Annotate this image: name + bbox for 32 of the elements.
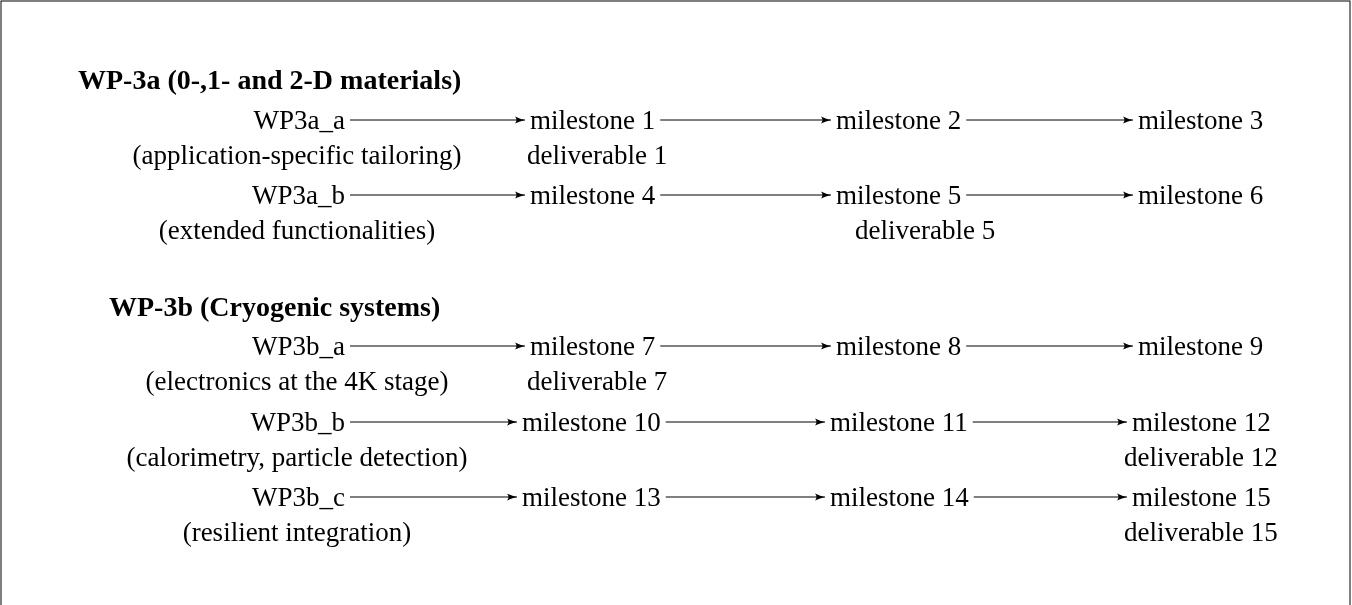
milestone-label: milestone 4 (525, 182, 661, 208)
deliverable-label: deliverable 7 (527, 368, 668, 394)
milestone-label: milestone 7 (525, 333, 661, 359)
work-package-label: WP3b_a (247, 333, 350, 359)
task-description: (resilient integration) (182, 519, 412, 545)
work-package-label: WP3a_a (248, 107, 350, 133)
section-heading: WP-3a (0-,1- and 2-D materials) (78, 67, 462, 93)
milestone-label: milestone 5 (831, 182, 967, 208)
milestone-label: milestone 11 (825, 409, 973, 435)
milestone-label: milestone 9 (1133, 333, 1269, 359)
milestone-label: milestone 13 (517, 484, 666, 510)
deliverable-label: deliverable 1 (527, 142, 668, 168)
deliverable-label: deliverable 15 (1124, 519, 1278, 545)
deliverable-label: deliverable 5 (855, 217, 996, 243)
milestone-label: milestone 15 (1127, 484, 1276, 510)
milestone-label: milestone 14 (825, 484, 974, 510)
milestone-label: milestone 1 (525, 107, 661, 133)
work-package-label: WP3b_c (247, 484, 350, 510)
milestone-label: milestone 3 (1133, 107, 1269, 133)
section-heading: WP-3b (Cryogenic systems) (109, 294, 441, 320)
deliverable-label: deliverable 12 (1124, 444, 1278, 470)
task-description: (extended functionalities) (158, 217, 436, 243)
task-description: (calorimetry, particle detection) (126, 444, 468, 470)
milestone-label: milestone 10 (517, 409, 666, 435)
task-description: (application-specific tailoring) (132, 142, 462, 168)
milestone-label: milestone 2 (831, 107, 967, 133)
milestone-label: milestone 8 (831, 333, 967, 359)
work-package-label: WP3b_b (245, 409, 350, 435)
milestone-label: milestone 12 (1127, 409, 1276, 435)
task-description: (electronics at the 4K stage) (145, 368, 449, 394)
milestone-label: milestone 6 (1133, 182, 1269, 208)
work-package-label: WP3a_b (247, 182, 350, 208)
